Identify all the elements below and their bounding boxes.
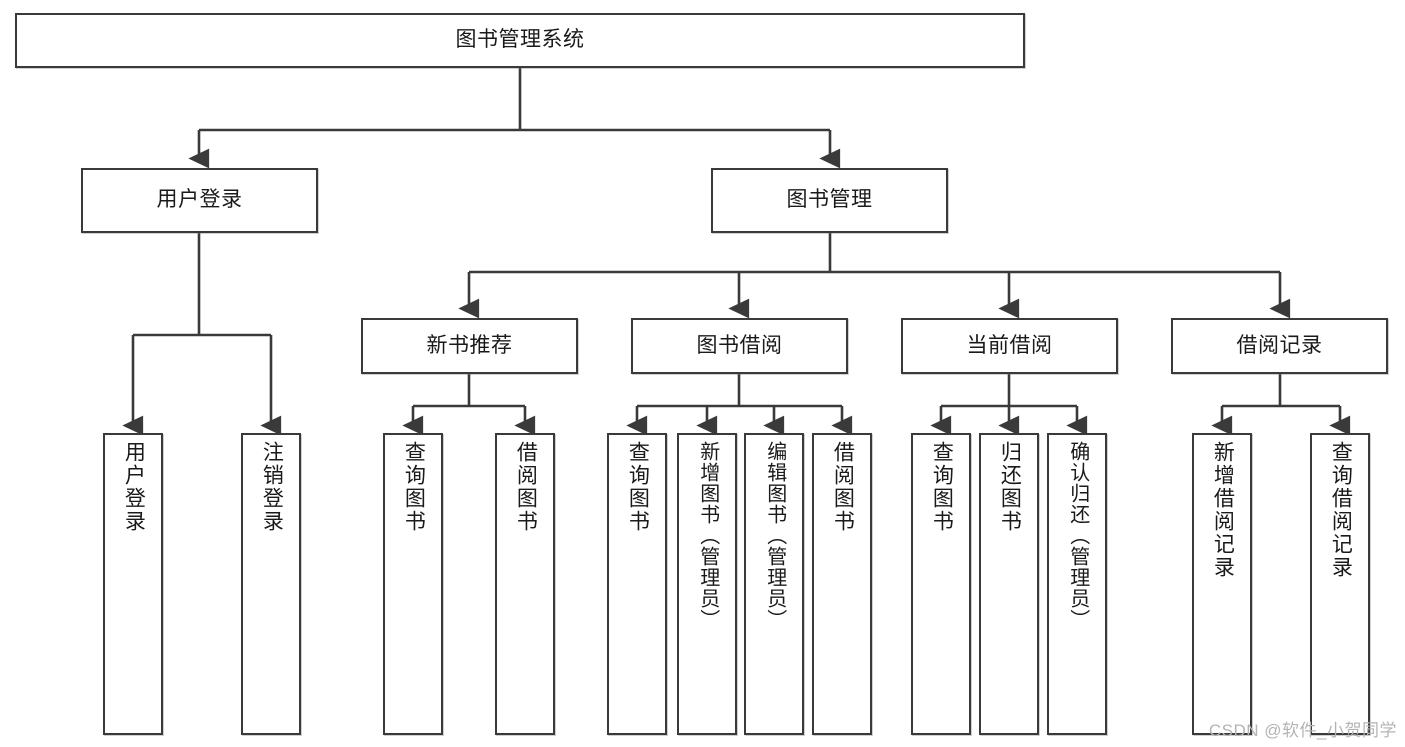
- leaf-label: 注销登录: [260, 441, 284, 533]
- leaf-label: 用户登录: [122, 441, 146, 533]
- leaf-label: 查询借阅记录: [1329, 441, 1353, 579]
- leaf-label: 确认归还（管理员）: [1066, 441, 1089, 630]
- leaf-current-confirm-return-admin[interactable]: 确认归还（管理员）: [1047, 433, 1107, 735]
- node-user-login[interactable]: 用户登录: [81, 168, 318, 233]
- leaf-label: 编辑图书（管理员）: [763, 441, 786, 630]
- leaf-label: 查询图书: [626, 441, 650, 533]
- node-current-borrow-label: 当前借阅: [966, 333, 1053, 357]
- leaf-current-return-book[interactable]: 归还图书: [979, 433, 1039, 735]
- leaf-borrow-query-book[interactable]: 查询图书: [607, 433, 667, 735]
- leaf-recommend-borrow-book[interactable]: 借阅图书: [495, 433, 555, 735]
- leaf-label: 新增图书（管理员）: [696, 441, 719, 630]
- node-root-label: 图书管理系统: [455, 28, 585, 52]
- leaf-label: 查询图书: [930, 441, 954, 533]
- leaf-record-query-record[interactable]: 查询借阅记录: [1310, 433, 1370, 735]
- node-book-borrow-label: 图书借阅: [696, 333, 783, 357]
- leaf-recommend-query-book[interactable]: 查询图书: [383, 433, 443, 735]
- leaf-record-add-record[interactable]: 新增借阅记录: [1192, 433, 1252, 735]
- node-user-login-label: 用户登录: [156, 188, 243, 212]
- leaf-borrow-add-book-admin[interactable]: 新增图书（管理员）: [677, 433, 737, 735]
- node-root[interactable]: 图书管理系统: [15, 13, 1025, 68]
- leaf-label: 新增借阅记录: [1211, 441, 1235, 579]
- watermark: CSDN @软件_小贺同学: [1208, 721, 1397, 740]
- leaf-borrow-edit-book-admin[interactable]: 编辑图书（管理员）: [744, 433, 804, 735]
- node-borrow-record-label: 借阅记录: [1236, 333, 1323, 357]
- node-new-book-recommend-label: 新书推荐: [426, 333, 513, 357]
- leaf-borrow-borrow-book[interactable]: 借阅图书: [812, 433, 872, 735]
- node-new-book-recommend[interactable]: 新书推荐: [361, 318, 578, 374]
- leaf-label: 查询图书: [402, 441, 426, 533]
- leaf-label: 归还图书: [998, 441, 1022, 533]
- node-borrow-record[interactable]: 借阅记录: [1171, 318, 1388, 374]
- node-current-borrow[interactable]: 当前借阅: [901, 318, 1118, 374]
- node-book-management[interactable]: 图书管理: [711, 168, 948, 233]
- leaf-user-login-signout[interactable]: 注销登录: [241, 433, 301, 735]
- leaf-label: 借阅图书: [514, 441, 538, 533]
- leaf-current-query-book[interactable]: 查询图书: [911, 433, 971, 735]
- node-book-borrow[interactable]: 图书借阅: [631, 318, 848, 374]
- leaf-user-login-signin[interactable]: 用户登录: [103, 433, 163, 735]
- leaf-label: 借阅图书: [831, 441, 855, 533]
- node-book-management-label: 图书管理: [786, 188, 873, 212]
